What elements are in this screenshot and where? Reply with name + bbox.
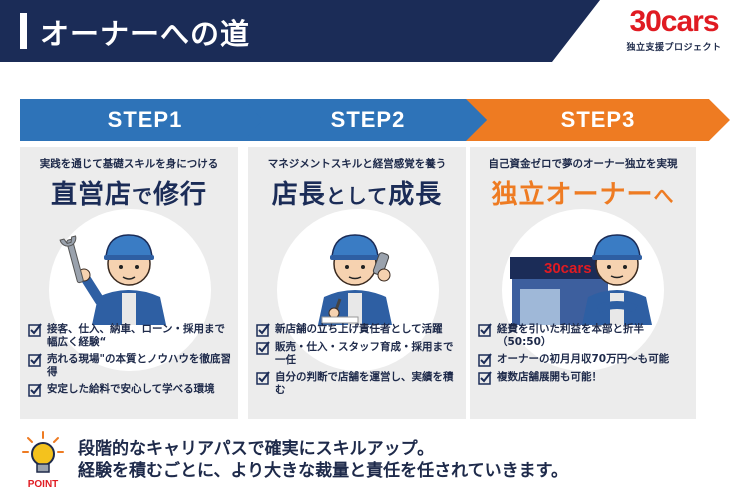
- step3-panel: 自己資金ゼロで夢のオーナー独立を実現 独立オーナーへ 30cars 経費を引いた…: [470, 147, 696, 419]
- list-item: 新店舗の立ち上げ責任者として活躍: [256, 323, 460, 337]
- point-message: 段階的なキャリアパスで確実にスキルアップ。 経験を積むごとに、より大きな裁量と責…: [78, 438, 568, 482]
- point-line-2: 経験を積むごとに、より大きな裁量と責任を任されていきます。: [78, 461, 568, 481]
- step2-item-3: 自分の判断で店舗を運営し、実績を積む: [275, 371, 454, 396]
- check-icon: [28, 353, 42, 367]
- step1-title-c: 修行: [153, 180, 208, 210]
- step1-arrow: STEP1: [20, 99, 270, 141]
- list-item: 複数店舗展開も可能！: [478, 371, 690, 385]
- check-icon: [256, 341, 270, 355]
- check-icon: [256, 323, 270, 337]
- step1-panel: 実践を通じて基礎スキルを身につける 直営店で修行 接客、仕入、納車、ローン・採用…: [20, 147, 238, 419]
- list-item: 売れる現場"の本質とノウハウを徹底習得: [28, 353, 232, 379]
- mechanic-with-wrench-illustration: [59, 234, 166, 325]
- logo-main: 30cars: [629, 5, 719, 38]
- check-icon: [28, 323, 42, 337]
- phone-icon: [372, 252, 390, 276]
- step1-title-b: で: [132, 184, 153, 208]
- owner-at-store-illustration: 30cars: [510, 234, 652, 325]
- step2-title-b: として: [325, 184, 389, 208]
- step1-item-2: 売れる現場"の本質とノウハウを徹底習得: [47, 353, 231, 378]
- check-icon: [478, 371, 492, 385]
- page-title: オーナーへの道: [40, 17, 251, 51]
- logo: 30cars 独立支援プロジェクト: [614, 5, 734, 54]
- step1-title: 直営店で修行: [20, 174, 238, 211]
- check-icon: [256, 371, 270, 385]
- step2-checklist: 新店舗の立ち上げ責任者として活躍 販売・仕入・スタッフ育成・採用まで一任 自分の…: [256, 323, 460, 401]
- logo-sub: 独立支援プロジェクト: [626, 43, 722, 53]
- step2-panel: マネジメントスキルと経営感覚を養う 店長として成長 新店舗の立ち上げ責任者として…: [248, 147, 466, 419]
- step3-arrow: STEP3: [466, 99, 730, 141]
- step3-item-1: 経費を引いた利益を本部と折半（50:50）: [497, 323, 644, 348]
- lightbulb-icon: POINT: [22, 431, 64, 490]
- step2-arrow: STEP2: [243, 99, 493, 141]
- step1-item-3: 安定した給料で安心して学べる環境: [47, 383, 215, 395]
- check-icon: [28, 383, 42, 397]
- step1-subtitle: 実践を通じて基礎スキルを身につける: [39, 158, 219, 170]
- header: オーナーへの道 30cars 独立支援プロジェクト: [0, 0, 750, 62]
- list-item: 自分の判断で店舗を運営し、実績を積む: [256, 371, 460, 397]
- step2-item-1: 新店舗の立ち上げ責任者として活躍: [275, 323, 443, 335]
- check-icon: [478, 353, 492, 367]
- step2-title-c: 成長: [388, 180, 443, 210]
- list-item: オーナーの初月月収70万円〜も可能: [478, 353, 690, 367]
- header-band: [0, 0, 600, 62]
- step3-title: 独立オーナーへ: [470, 174, 696, 211]
- list-item: 販売・仕入・スタッフ育成・採用まで一任: [256, 341, 460, 367]
- store-sign: 30cars: [544, 260, 592, 277]
- step3-subtitle: 自己資金ゼロで夢のオーナー独立を実現: [488, 158, 678, 170]
- list-item: 経費を引いた利益を本部と折半（50:50）: [478, 323, 690, 349]
- list-item: 接客、仕入、納車、ローン・採用まで幅広く経験“: [28, 323, 232, 349]
- manager-on-phone-illustration: [318, 234, 392, 325]
- wrench-icon: [59, 235, 84, 284]
- point-label: POINT: [28, 479, 59, 490]
- step2-subtitle: マネジメントスキルと経営感覚を養う: [267, 158, 447, 170]
- step1-checklist: 接客、仕入、納車、ローン・採用まで幅広く経験“ 売れる現場"の本質とノウハウを徹…: [28, 323, 232, 401]
- header-accent-bar: [20, 13, 27, 49]
- step3-title-b: へ: [653, 184, 675, 208]
- step3-item-3: 複数店舗展開も可能！: [497, 371, 602, 383]
- list-item: 安定した給料で安心して学べる環境: [28, 383, 232, 397]
- step1-item-1: 接客、仕入、納車、ローン・採用まで幅広く経験“: [47, 323, 225, 348]
- point-line-1: 段階的なキャリアパスで確実にスキルアップ。: [78, 439, 435, 459]
- step3-title-a: 独立オーナー: [491, 180, 654, 210]
- step2-item-2: 販売・仕入・スタッフ育成・採用まで一任: [275, 341, 454, 366]
- step2-title-a: 店長: [271, 180, 326, 210]
- step3-checklist: 経費を引いた利益を本部と折半（50:50） オーナーの初月月収70万円〜も可能 …: [478, 323, 690, 389]
- check-icon: [478, 323, 492, 337]
- step1-title-a: 直営店: [50, 180, 132, 210]
- step2-title: 店長として成長: [248, 174, 466, 211]
- step3-item-2: オーナーの初月月収70万円〜も可能: [497, 353, 670, 365]
